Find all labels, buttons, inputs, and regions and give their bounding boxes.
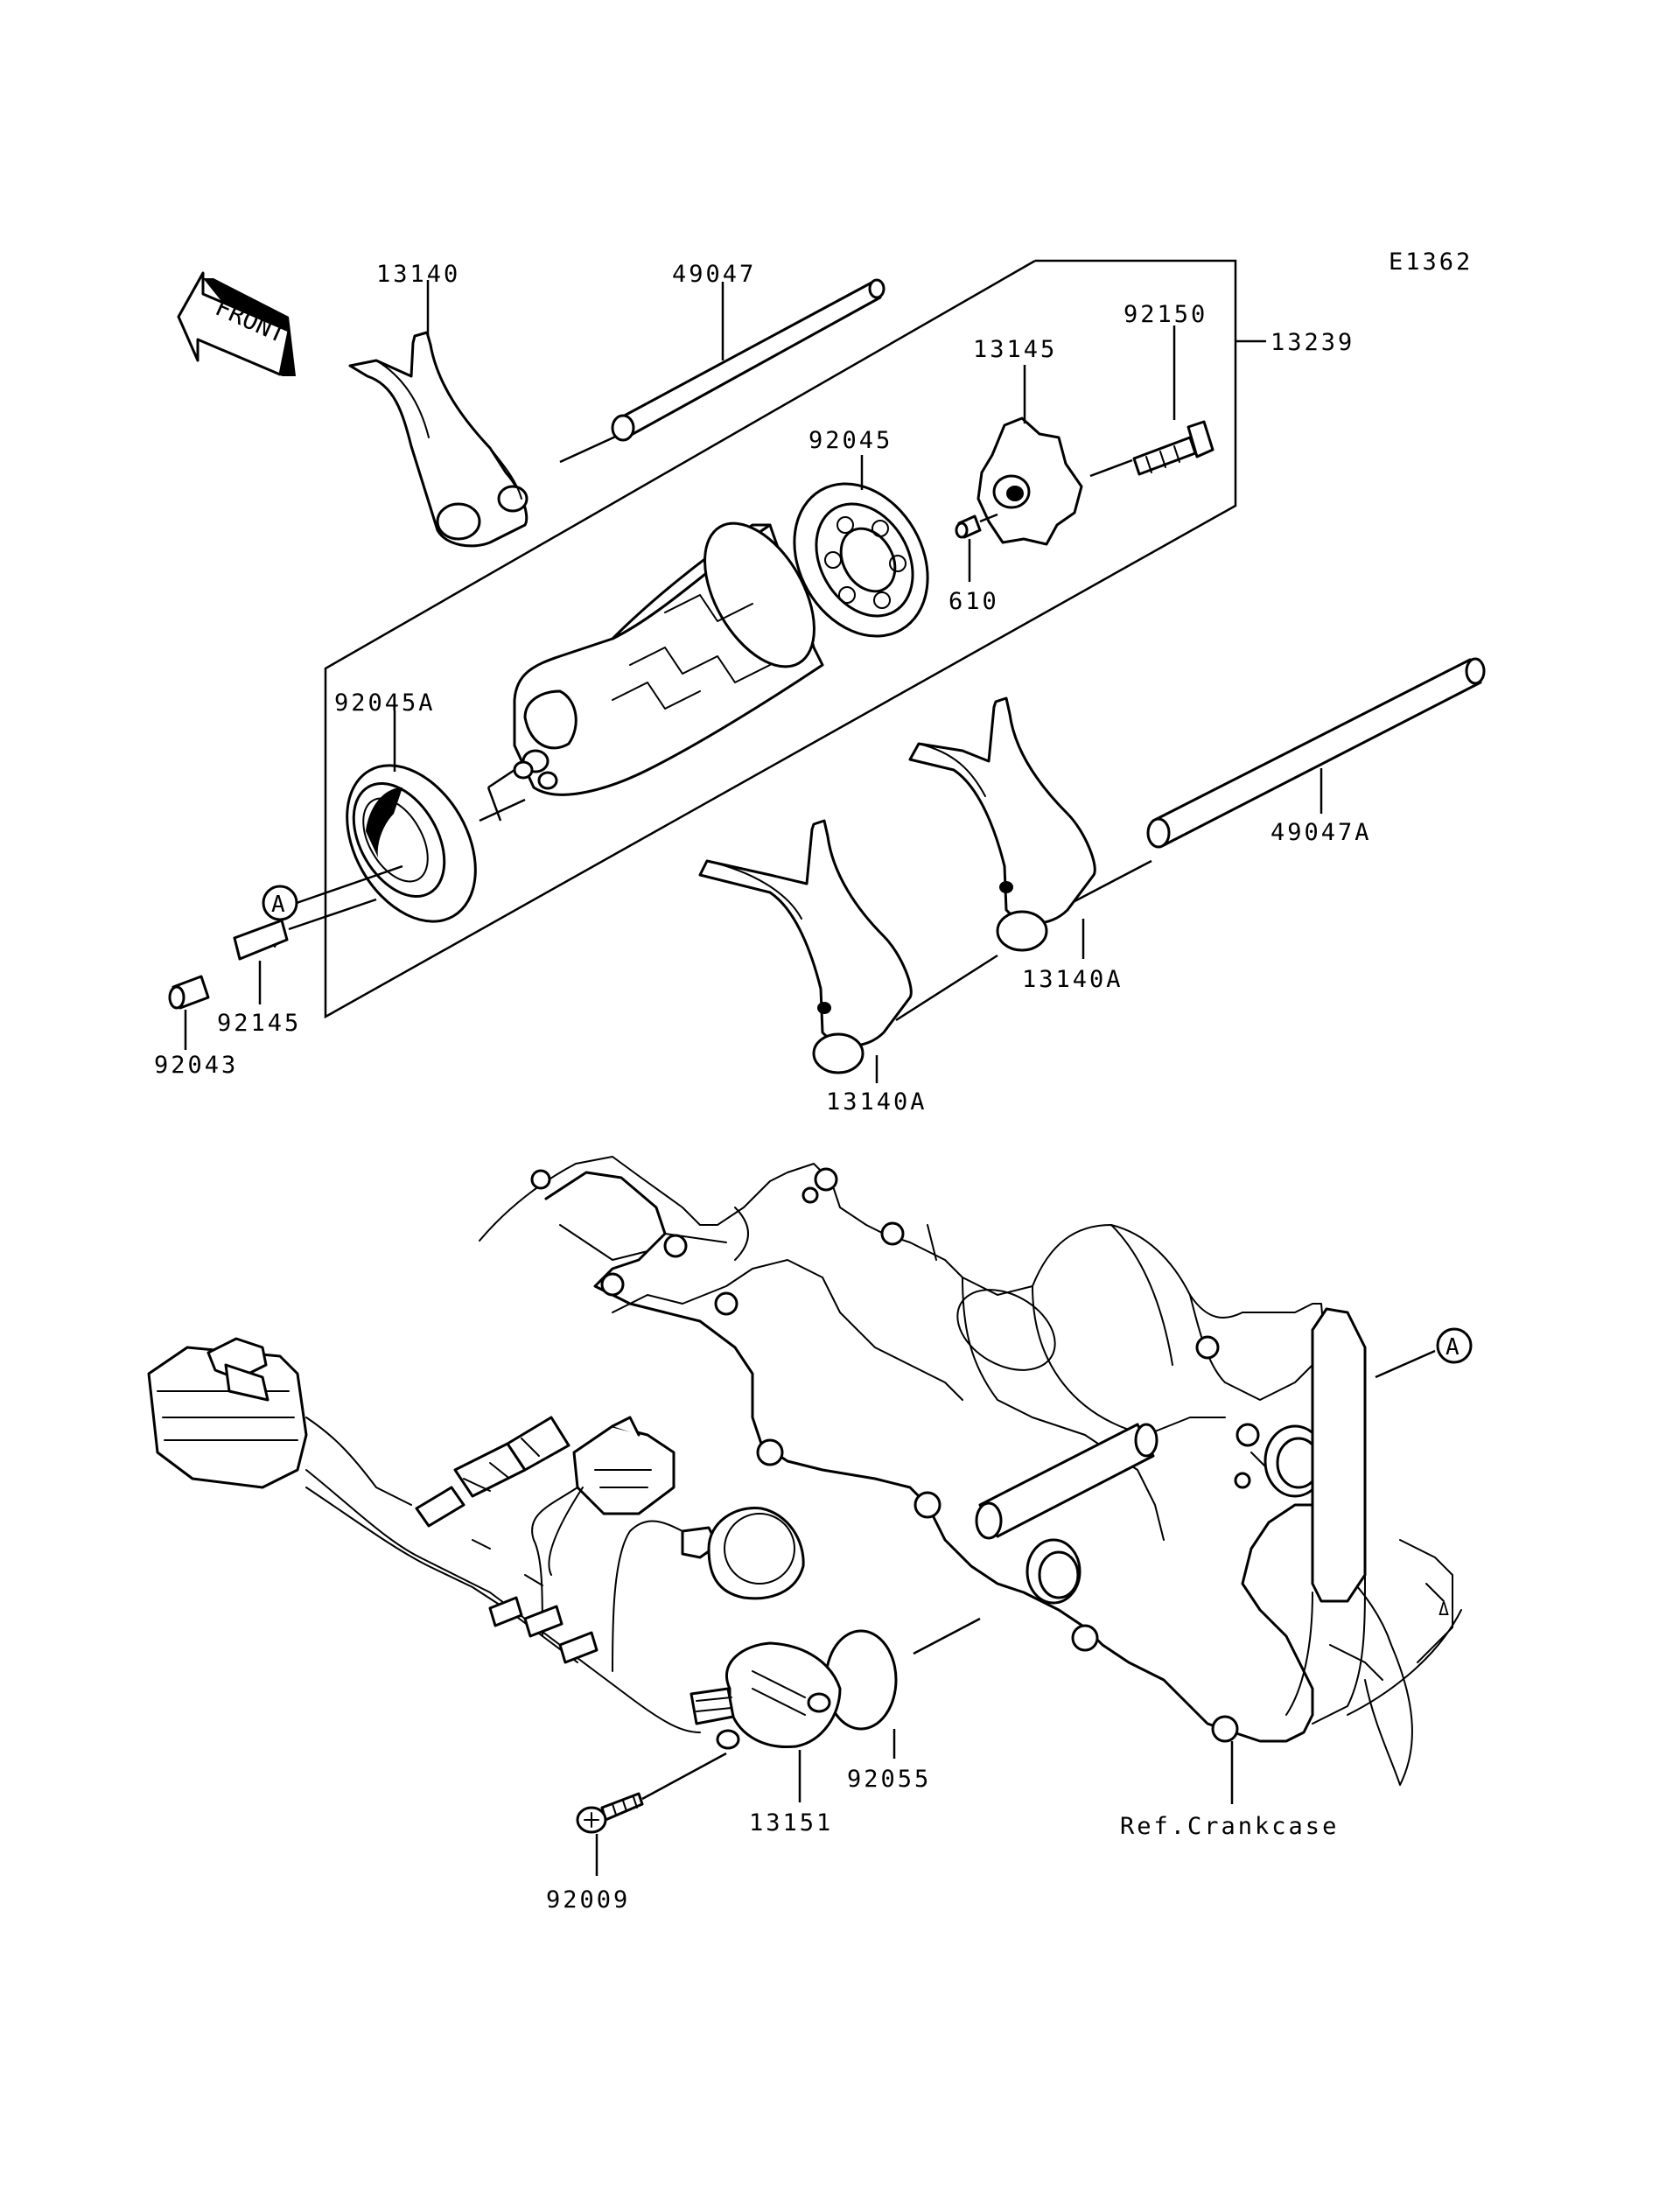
svg-text:Δ: Δ: [1438, 1599, 1449, 1620]
label-13145: 13145: [973, 336, 1057, 363]
shift-drum: [513, 521, 824, 796]
label-92055: 92055: [847, 1766, 931, 1793]
crankcase: Δ: [479, 1156, 1462, 1786]
diagram-code: E1362: [1389, 248, 1473, 276]
label-610: 610: [948, 588, 999, 615]
shift-fork-13140A-upper: [908, 696, 1096, 952]
label-13140A-lower: 13140A: [826, 1088, 928, 1116]
label-92150: 92150: [1124, 301, 1208, 328]
label-49047: 49047: [672, 261, 756, 288]
gear-position-switch-13151: [147, 1337, 842, 1750]
spring-92145: [233, 919, 289, 961]
shift-rod-49047A: [1146, 657, 1486, 849]
label-92045: 92045: [808, 427, 892, 454]
label-13239: 13239: [1270, 329, 1354, 356]
bolt-92150: [1132, 420, 1214, 476]
label-49047A: 49047A: [1270, 819, 1372, 846]
shift-fork-13140: [348, 331, 528, 548]
marker-a-right: [1436, 1327, 1473, 1364]
label-92043: 92043: [154, 1052, 238, 1079]
oil-seal-92045A: [346, 764, 477, 923]
pin-92043: [168, 975, 210, 1010]
label-92145: 92145: [217, 1010, 301, 1037]
marker-a-left-label: A: [271, 892, 285, 918]
label-13140: 13140: [376, 261, 460, 288]
assembly-bracket-13239: [324, 259, 1237, 1019]
dowel-pin-610: [955, 514, 982, 539]
front-arrow-icon: FRONT: [177, 271, 296, 376]
label-13140A-upper: 13140A: [1022, 966, 1124, 993]
ref-crankcase-label: Ref.Crankcase: [1120, 1813, 1339, 1840]
label-13151: 13151: [749, 1809, 833, 1837]
detent-cam-13145: [976, 416, 1083, 546]
screw-92009: [576, 1792, 644, 1834]
marker-a-right-label: A: [1446, 1334, 1460, 1361]
label-92009: 92009: [546, 1886, 630, 1914]
shift-fork-13140A-lower: [698, 819, 913, 1074]
bearing-92045: [793, 482, 929, 638]
shift-rod-49047: [611, 278, 886, 442]
label-92045A: 92045A: [334, 689, 436, 717]
